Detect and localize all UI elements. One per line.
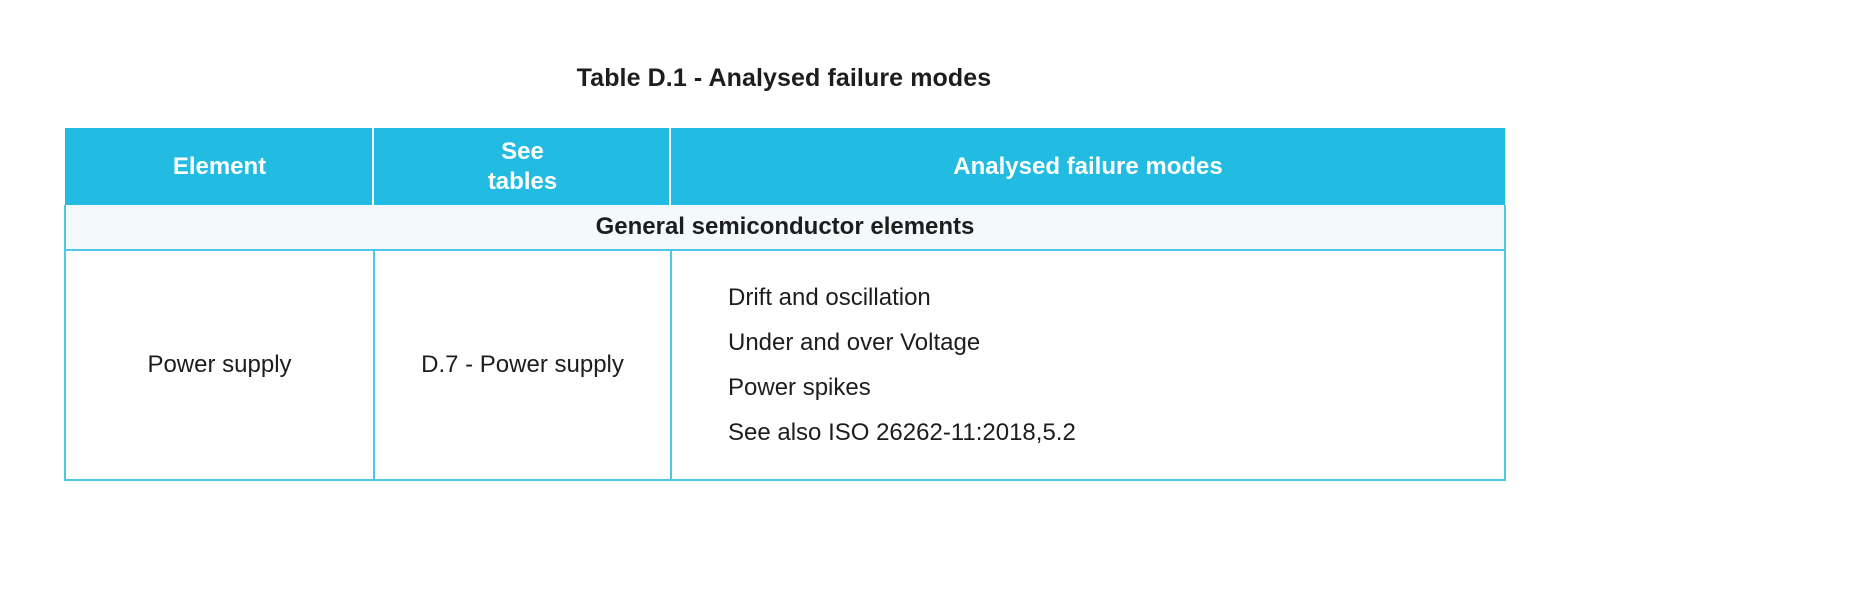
table-body: General semiconductor elements Power sup… [64, 205, 1506, 481]
column-header-element: Element [65, 128, 374, 205]
table-header-row: Element See tables Analysed failure mode… [65, 128, 1505, 205]
failure-mode-item: Drift and oscillation [728, 283, 931, 311]
cell-element: Power supply [64, 249, 375, 481]
column-header-analysed-failure-modes: Analysed failure modes [671, 128, 1505, 205]
cell-see-tables: D.7 - Power supply [373, 249, 672, 481]
column-header-see-tables-line-1: See [501, 138, 544, 166]
column-header-see-tables: See tables [374, 128, 671, 205]
column-header-see-tables-line-2: tables [487, 167, 558, 195]
analysed-failure-modes-table: Element See tables Analysed failure mode… [64, 128, 1506, 481]
table-header: Element See tables Analysed failure mode… [65, 128, 1505, 205]
cell-failure-modes: Drift and oscillation Under and over Vol… [670, 249, 1506, 481]
section-heading-cell: General semiconductor elements [64, 205, 1506, 250]
table-row: Power supply D.7 - Power supply Drift an… [64, 249, 1506, 481]
failure-mode-item: Under and over Voltage [728, 328, 981, 356]
failure-mode-item: See also ISO 26262-11:2018,5.2 [728, 419, 1076, 447]
failure-mode-item: Power spikes [728, 374, 871, 401]
section-heading-row: General semiconductor elements [64, 205, 1506, 250]
page-title: Table D.1 - Analysed failure modes [576, 64, 992, 92]
column-header-analysed-failure-modes-line-1: Analysed failure modes [953, 152, 1223, 180]
column-header-element-line-1: Element [172, 152, 267, 180]
